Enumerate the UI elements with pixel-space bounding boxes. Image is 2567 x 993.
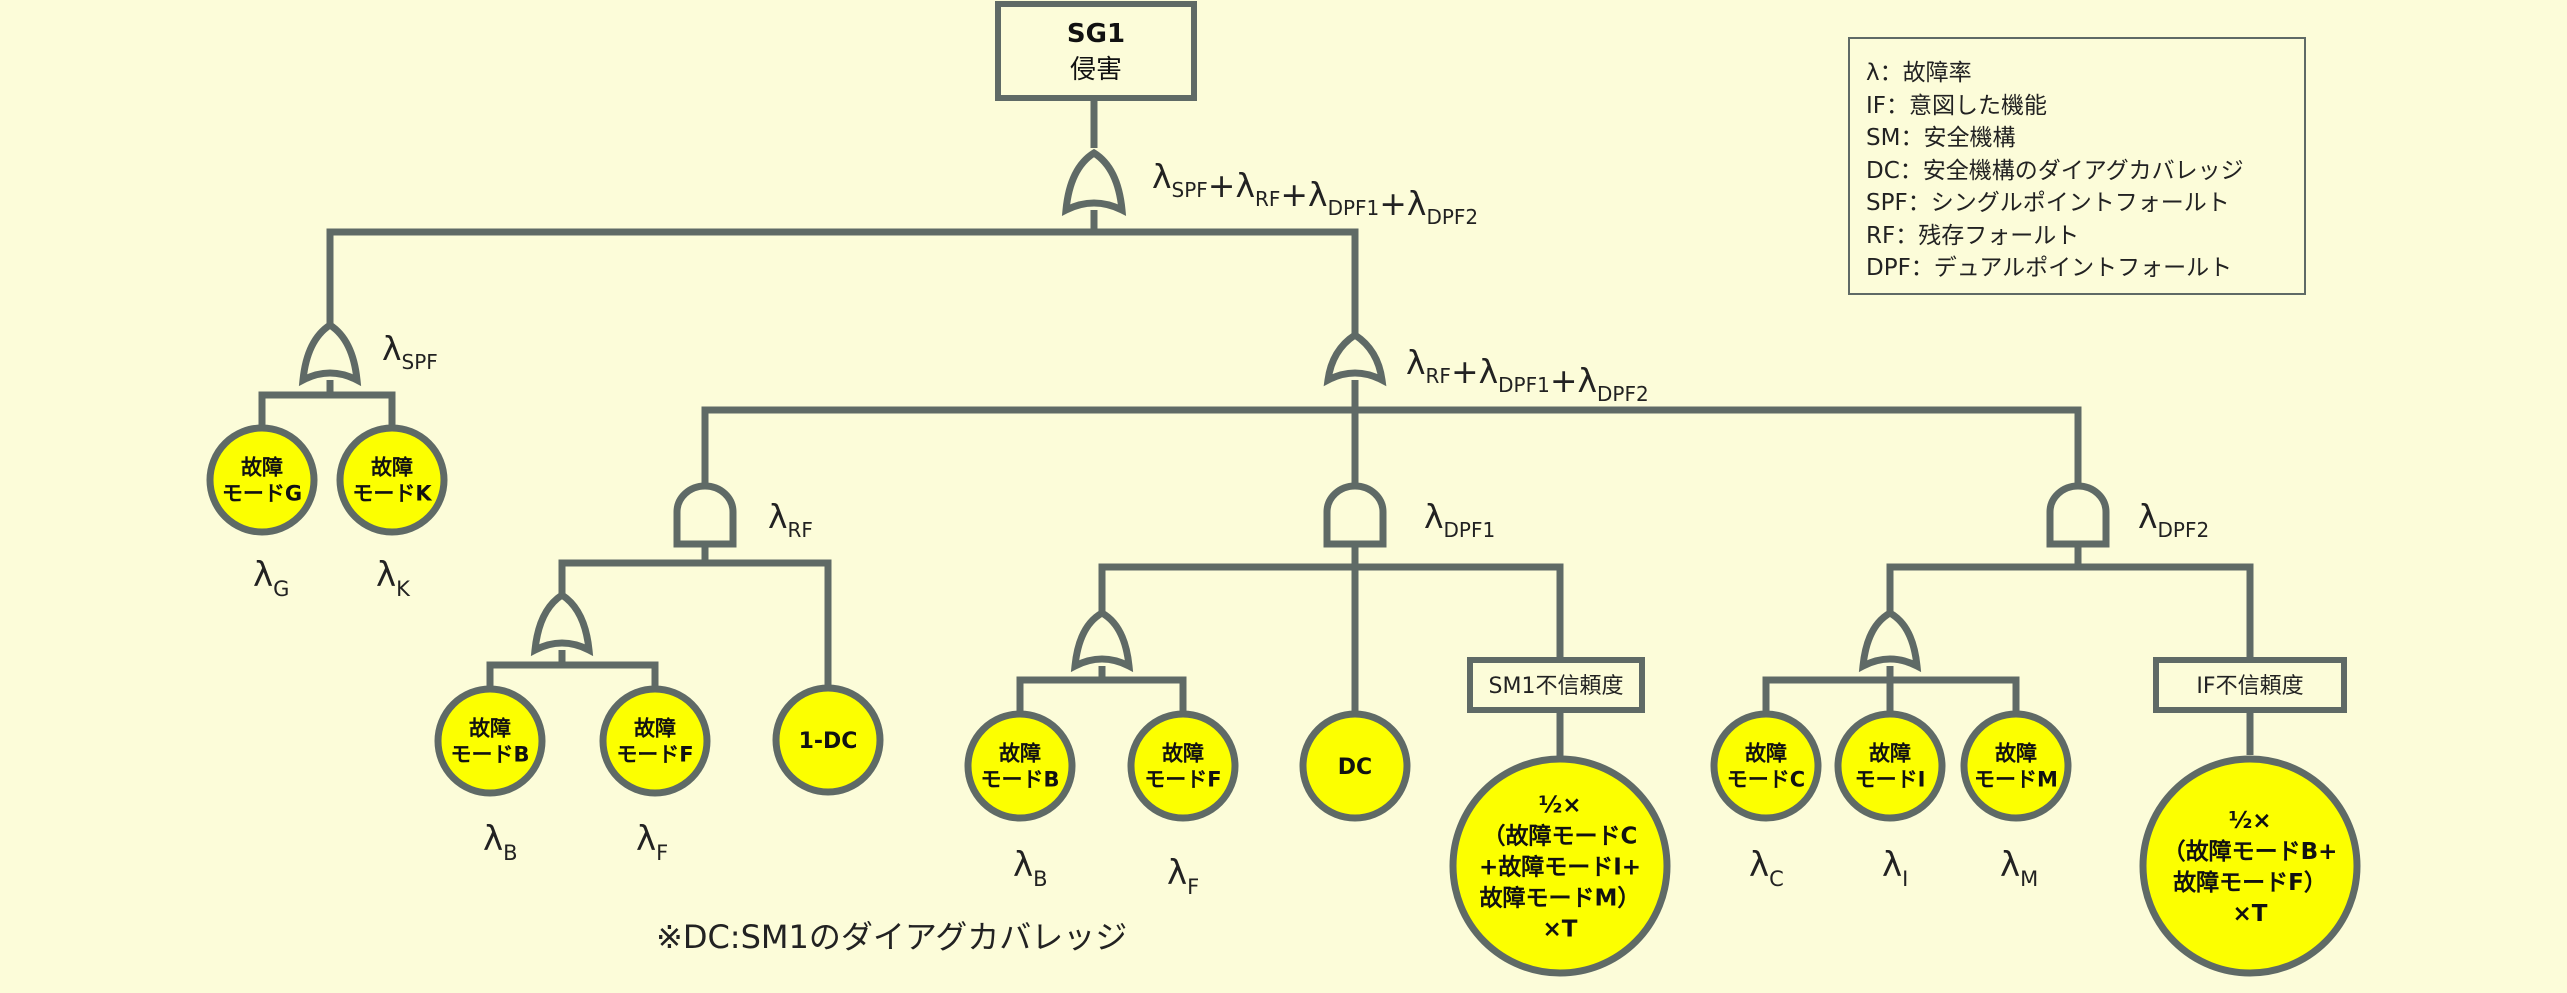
legend-row: SPF：シングルポイントフォールト	[1866, 190, 2230, 216]
rate-labels: λSPF+λRF+λDPF1+λDPF2 λSPF λRF+λDPF1+λDPF2 λ…	[253, 157, 2209, 899]
event-if: ½× （故障モードB+ 故障モードF） ×T	[2139, 755, 2361, 977]
and-gate-dpf1	[1323, 482, 1387, 548]
event-label: +故障モードI+	[1479, 853, 1641, 880]
event-b2: 故障モードB	[964, 710, 1076, 822]
event-label: ×T	[2233, 901, 2268, 927]
or-gate-bf-1	[530, 590, 594, 657]
lambda-c: λC	[1749, 845, 1784, 891]
lambda-g: λG	[253, 555, 289, 601]
event-label: 故障	[469, 717, 511, 741]
legend-row: SM：安全機構	[1866, 125, 2016, 151]
event-label: 故障	[371, 456, 413, 480]
event-dc: DC	[1299, 710, 1411, 822]
event-label: 故障	[1869, 742, 1911, 766]
lambda-b1: λB	[483, 819, 518, 865]
sm1-unreliability-box	[1467, 657, 1645, 713]
event-label: DC	[1338, 755, 1372, 780]
event-label: 1-DC	[799, 729, 858, 754]
or-gate-cim	[1858, 608, 1922, 673]
event-label: 故障モードF）	[2173, 869, 2327, 896]
legend-row: DC：安全機構のダイアグカバレッジ	[1866, 157, 2244, 184]
formula-rf: λRF	[768, 497, 813, 542]
and-gate-dpf2	[2046, 482, 2110, 548]
or-gate-mid	[1323, 330, 1387, 387]
event-label: （故障モードB+	[2163, 838, 2338, 865]
lambda-b2: λB	[1013, 845, 1048, 891]
event-label: 故障	[634, 717, 676, 741]
if-unreliability-label: IF不信頼度	[2196, 674, 2303, 699]
event-b1: 故障モードB	[434, 685, 546, 797]
event-label: 故障	[1745, 742, 1787, 766]
event-dc1: 1-DC	[772, 684, 884, 796]
formula-dpf2: λDPF2	[2138, 497, 2209, 542]
event-label: 故障	[999, 742, 1041, 766]
dc-footnote: ※DC:SM1のダイアグカバレッジ	[656, 918, 1128, 956]
legend-row: DPF：デュアルポイントフォールト	[1866, 255, 2233, 281]
event-label: ½×	[2228, 808, 2271, 834]
legend-row: IF：意図した機能	[1866, 92, 2048, 119]
and-gate-rf	[673, 482, 737, 548]
if-unreliability-box	[2153, 657, 2347, 713]
sm1-unreliability-label: SM1不信頼度	[1489, 674, 1624, 699]
event-m: 故障モードM	[1960, 710, 2072, 822]
event-f1: 故障モードF	[599, 685, 711, 797]
event-sm1: ½× （故障モードC +故障モードI+ 故障モードM） ×T	[1449, 755, 1671, 977]
legend-row: RF：残存フォールト	[1866, 222, 2080, 249]
event-label: モードM	[1974, 768, 2058, 792]
lambda-f1: λF	[636, 819, 668, 865]
top-event-line1: SG1	[1067, 19, 1125, 49]
event-label: 故障	[1995, 742, 2037, 766]
or-gate-top	[1061, 148, 1127, 216]
event-label: モードG	[222, 482, 302, 506]
formula-mid: λRF+λDPF1+λDPF2	[1406, 343, 1649, 406]
event-i: 故障モードI	[1834, 710, 1946, 822]
event-label: モードI	[1855, 768, 1926, 792]
event-label: ×T	[1543, 916, 1578, 942]
lambda-m: λM	[2000, 845, 2038, 891]
event-label: 故障	[1162, 742, 1204, 766]
event-label: モードF	[1144, 768, 1221, 792]
event-label: ½×	[1538, 792, 1581, 818]
event-label: モードC	[1727, 768, 1805, 792]
event-f2: 故障モードF	[1127, 710, 1239, 822]
event-label: 故障モードM）	[1480, 884, 1641, 911]
formula-spf: λSPF	[382, 329, 438, 374]
lambda-i: λI	[1882, 845, 1908, 891]
event-label: モードK	[352, 482, 432, 506]
lambda-f2: λF	[1167, 853, 1199, 899]
top-event-line2: 侵害	[1070, 55, 1122, 85]
event-label: モードB	[980, 768, 1059, 792]
legend: λ：故障率 IF：意図した機能 SM：安全機構 DC：安全機構のダイアグカバレッ…	[1848, 37, 2306, 295]
event-label: 故障	[241, 456, 283, 480]
event-label: （故障モードC	[1483, 822, 1638, 849]
lambda-k: λK	[376, 555, 411, 601]
event-c: 故障モードC	[1710, 710, 1822, 822]
legend-row: λ：故障率	[1866, 60, 1972, 86]
or-gate-spf	[298, 320, 362, 387]
formula-dpf1: λDPF1	[1424, 497, 1495, 542]
formula-top: λSPF+λRF+λDPF1+λDPF2	[1152, 157, 1478, 229]
event-label: モードF	[616, 743, 693, 767]
top-event-box: SG1 侵害	[995, 1, 1197, 101]
or-gate-bf-2	[1070, 608, 1134, 673]
event-label: モードB	[450, 743, 529, 767]
